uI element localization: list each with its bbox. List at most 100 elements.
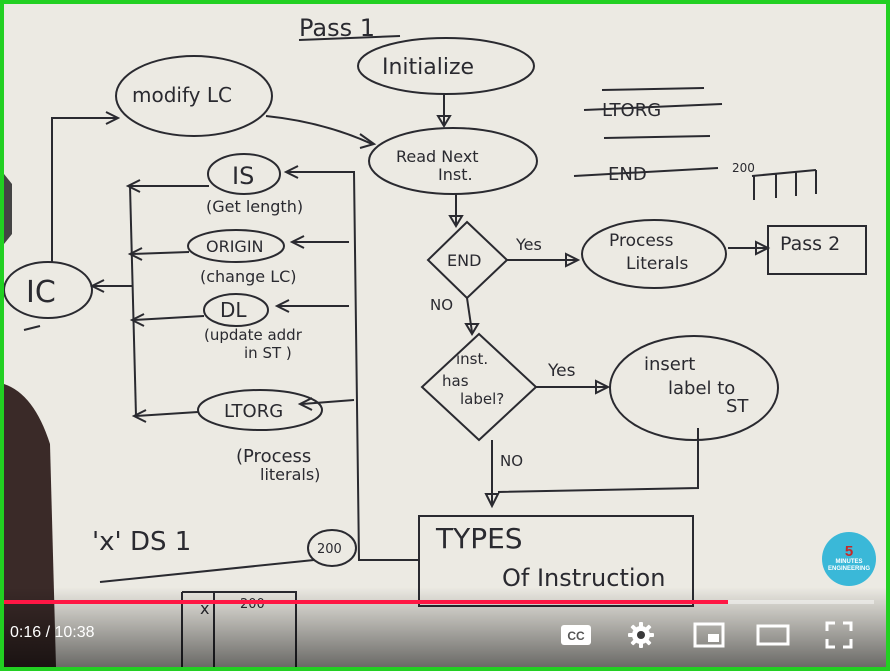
arrowhead-label-no <box>484 493 500 509</box>
read-next-label-2: Inst. <box>438 165 473 184</box>
initialize-node <box>357 37 535 95</box>
dl-label: DL <box>220 298 247 322</box>
side-ltorg: LTORG <box>602 100 661 121</box>
origin-to-bus <box>131 251 190 255</box>
arrowhead-dl-bus <box>129 313 145 327</box>
arrowhead-bus-ltorg <box>297 397 313 411</box>
progress-bar[interactable] <box>4 600 874 604</box>
arrowhead-init-read <box>436 115 452 128</box>
connector-types-bus <box>288 171 419 561</box>
arrowhead-end-no <box>464 323 480 336</box>
presenter-shadow <box>4 174 12 244</box>
pass2-node <box>767 225 867 275</box>
ltorg-note-1: (Process <box>236 446 311 467</box>
side-end-strike <box>573 167 719 177</box>
ds-example: 'x' DS 1 <box>92 527 191 557</box>
has-label-label-2: has <box>442 372 469 390</box>
ltorg-to-bus <box>135 411 199 417</box>
title-underline <box>298 35 401 41</box>
side-ltorg-strike <box>583 103 723 111</box>
arrow-insert-merge <box>497 428 699 493</box>
insert-label-label-3: ST <box>726 396 749 417</box>
insert-label-label-2: label to <box>668 378 735 399</box>
arrowhead-is-bus <box>125 179 141 193</box>
ds-addr: 200 <box>317 542 342 557</box>
side-memory-cells <box>751 169 817 200</box>
arrowhead-types-is <box>283 165 299 179</box>
arrowhead-origin-bus <box>127 247 143 261</box>
yes-label-1: Yes <box>515 235 542 254</box>
arrowhead-bus-origin <box>289 235 305 249</box>
origin-note: (change LC) <box>200 267 297 286</box>
side-end: END <box>608 164 647 185</box>
ic-scribble <box>23 325 41 331</box>
read-next-node <box>368 127 538 195</box>
has-label-decision-node <box>420 332 538 442</box>
settings-button[interactable] <box>624 618 658 652</box>
ds-underline <box>99 559 315 583</box>
is-node <box>207 153 281 195</box>
arrowhead-end-yes <box>565 252 581 268</box>
insert-label-label-1: insert <box>644 354 695 375</box>
process-literals-label-2: Literals <box>626 254 688 274</box>
side-line-1 <box>601 87 705 91</box>
captions-button[interactable]: CC <box>559 618 593 652</box>
end-decision-label: END <box>447 251 481 270</box>
controls-gradient <box>4 587 886 667</box>
logo-text-2: ENGINEERING <box>827 566 870 572</box>
cc-text: CC <box>567 629 585 643</box>
process-literals-label-1: Process <box>609 231 674 251</box>
read-next-label-1: Read Next <box>396 147 479 166</box>
theater-mode-icon <box>756 624 790 646</box>
ic-to-modify <box>51 117 116 262</box>
channel-watermark-logo[interactable]: 5 MINUTES ENGINEERING <box>822 532 876 586</box>
bus-ltorg <box>301 399 355 405</box>
insert-label-node <box>609 335 779 441</box>
arrowhead-modify-read <box>359 133 377 149</box>
has-label-label-3: label? <box>460 390 504 408</box>
arrowhead-literals-pass2 <box>755 240 771 256</box>
yes-label-2: Yes <box>547 361 576 381</box>
modify-lc-label: modify LC <box>132 83 232 107</box>
whiteboard-frame: Pass 1 Initialize Read Next Inst. modify… <box>4 14 867 667</box>
cc-icon: CC <box>561 625 591 645</box>
process-literals-node <box>581 219 727 289</box>
arrowhead-bus-dl <box>274 299 290 313</box>
side-line-2 <box>603 135 711 139</box>
is-label: IS <box>232 162 254 190</box>
dl-node <box>203 293 269 327</box>
side-200: 200 <box>732 161 755 175</box>
dl-note-2: in ST ) <box>244 344 292 362</box>
ic-label: IC <box>26 275 56 310</box>
arrow-end-no <box>466 297 473 333</box>
arrowhead-label-yes <box>595 379 611 395</box>
dl-note-1: (update addr <box>204 326 303 344</box>
origin-label: ORIGIN <box>206 237 264 256</box>
dl-to-bus <box>133 315 205 321</box>
has-label-label-1: inst. <box>456 350 488 368</box>
ltorg-note-2: literals) <box>260 465 320 484</box>
pass2-label: Pass 2 <box>780 233 840 255</box>
ltorg-label: LTORG <box>224 401 283 422</box>
no-label-2: NO <box>500 452 523 470</box>
logo-number: 5 <box>844 543 854 560</box>
fullscreen-button[interactable] <box>822 618 856 652</box>
video-player[interactable]: Pass 1 Initialize Read Next Inst. modify… <box>4 4 886 667</box>
theater-button[interactable] <box>756 618 790 652</box>
is-note: (Get length) <box>206 197 303 216</box>
arrow-modify-read <box>265 115 373 145</box>
arrowhead-ltorg-bus <box>131 409 147 423</box>
initialize-label: Initialize <box>382 55 474 80</box>
miniplayer-icon <box>693 622 725 648</box>
gear-icon <box>628 622 654 648</box>
ltorg-node <box>197 389 323 431</box>
origin-node <box>187 229 285 263</box>
miniplayer-button[interactable] <box>692 618 726 652</box>
no-label-1: NO <box>430 296 453 314</box>
left-bus <box>129 185 137 417</box>
progress-fill <box>4 600 728 604</box>
modify-lc-node <box>115 55 273 137</box>
fullscreen-icon <box>825 621 853 649</box>
arrowhead-read-end <box>448 215 464 228</box>
ds-addr-circle <box>307 529 357 567</box>
